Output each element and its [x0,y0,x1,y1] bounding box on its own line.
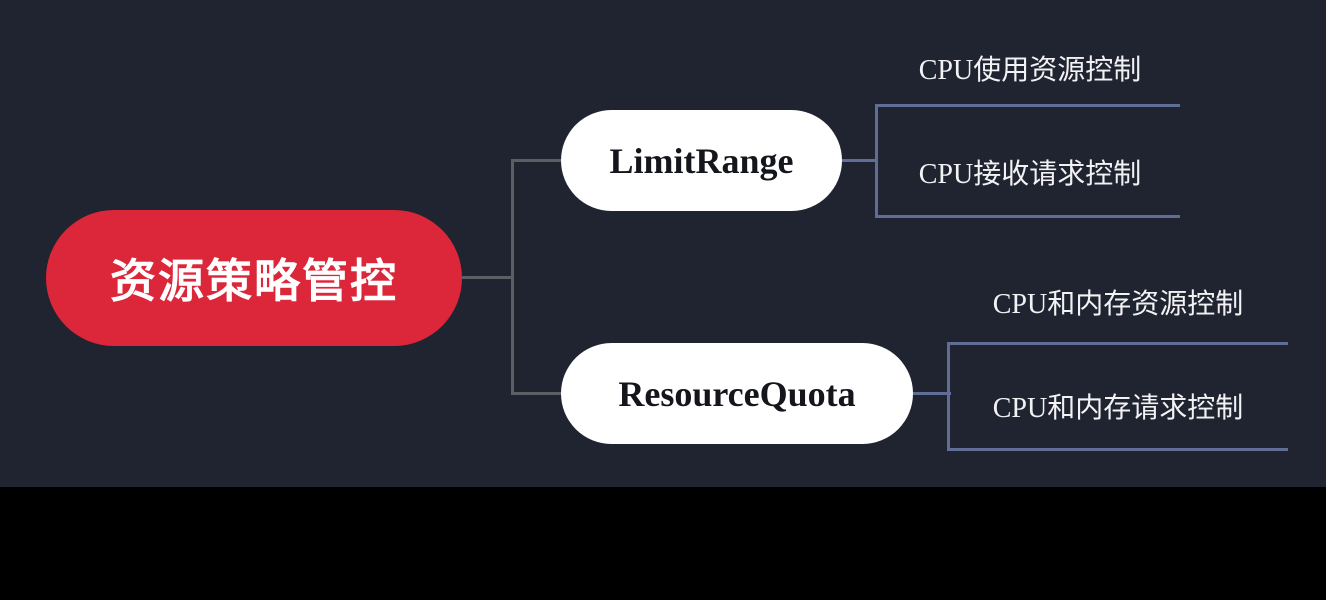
leaf-label-cpu-memory-request-control: CPU和内存请求控制 [992,393,1244,424]
connector-limitrange-leaf2-underline [875,215,1180,218]
connector-trunk-to-limitrange [511,159,569,162]
connector-limitrange-leaf1-underline [875,104,1180,107]
connector-trunk-vertical [511,159,514,395]
node-root-label: 资源策略管控 [110,254,398,308]
node-branch-resourcequota-label: ResourceQuota [618,373,856,414]
connector-root-stem [462,276,514,279]
connector-resourcequota-bracket-vertical [947,342,950,451]
connector-trunk-to-resourcequota [511,392,569,395]
connector-limitrange-bracket-vertical [875,104,878,218]
node-root[interactable]: 资源策略管控 [46,210,462,346]
node-branch-resourcequota[interactable]: ResourceQuota [561,343,913,444]
connector-resourcequota-leaf2-underline [947,448,1288,451]
leaf-label-cpu-request-control: CPU接收请求控制 [918,159,1142,190]
leaf-label-cpu-memory-resource-control: CPU和内存资源控制 [992,289,1244,320]
footer-black-band [0,487,1326,600]
node-branch-limitrange[interactable]: LimitRange [561,110,842,211]
connector-resourcequota-leaf1-underline [947,342,1288,345]
connector-limitrange-stem [841,159,878,162]
leaf-label-cpu-usage-resource-control: CPU使用资源控制 [918,55,1142,86]
connector-resourcequota-stem [912,392,951,395]
node-branch-limitrange-label: LimitRange [609,140,794,181]
